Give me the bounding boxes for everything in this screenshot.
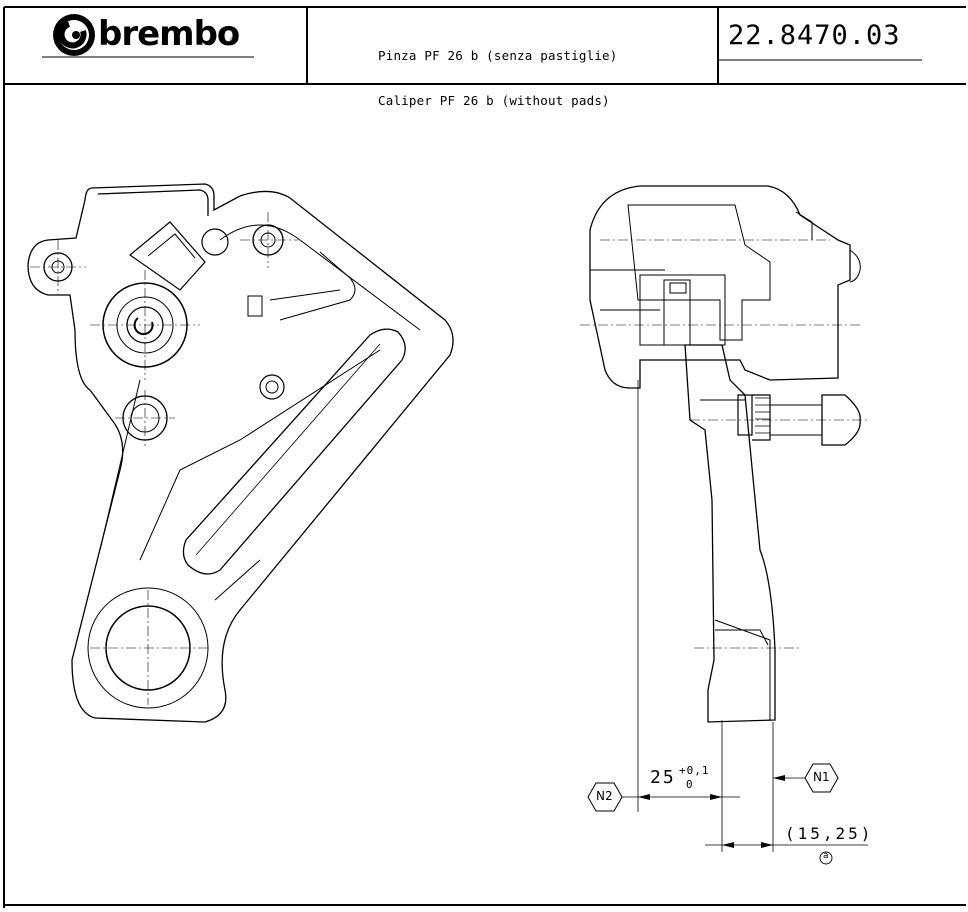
side-view-centerlines [580, 239, 870, 649]
part-number: 22.8470.03 [728, 20, 901, 51]
datum-n1-label: N1 [813, 770, 830, 784]
dimension-reference-value: (15,25) [785, 824, 874, 843]
dimension-tolerance-lower: 0 [686, 778, 693, 791]
brembo-logo-icon [53, 14, 95, 56]
registered-mark: ® [229, 36, 237, 45]
caliper-side-view [589, 185, 861, 723]
datum-n2-label: N2 [596, 789, 613, 803]
dimension-arrows [638, 775, 785, 848]
datum-n2-icon [587, 782, 623, 812]
caliper-front-view [27, 183, 454, 723]
dimension-tolerance-upper: +0,1 [679, 764, 710, 777]
brand-logo-text: brembo [98, 14, 240, 54]
title-block-frame [3, 6, 966, 908]
description-italian: Pinza PF 26 b (senza pastiglie) [378, 48, 618, 63]
note-circle-icon [819, 851, 833, 865]
description-english: Caliper PF 26 b (without pads) [378, 93, 610, 108]
description-block: Pinza PF 26 b (senza pastiglie) Caliper … [378, 18, 618, 138]
datum-n1-icon [804, 763, 839, 793]
front-view-centerlines [30, 212, 298, 705]
dimension-reference-note: a [823, 851, 829, 861]
dimension-main-value: 25 [650, 767, 676, 788]
